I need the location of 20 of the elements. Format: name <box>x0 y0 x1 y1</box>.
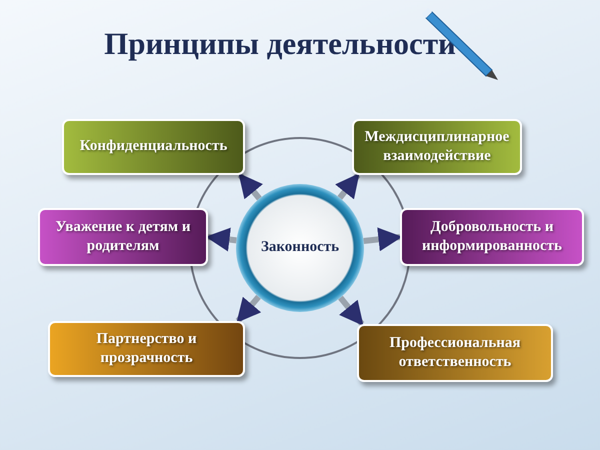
principle-box <box>38 208 208 266</box>
arrow <box>363 227 402 252</box>
title: Принципы деятельности <box>103 26 457 62</box>
node-label: Партнерство и прозрачность <box>95 330 198 368</box>
principle-box <box>357 324 553 382</box>
node-label: Добровольность и информированность <box>421 218 563 256</box>
arrow <box>338 296 364 326</box>
arrow <box>236 294 262 323</box>
principle-box <box>352 119 522 175</box>
node-label: Уважение к детям и родителям <box>54 218 192 256</box>
node-label: Профессиональная ответственность <box>388 334 522 372</box>
node-label: Законность <box>260 238 340 258</box>
arrow <box>206 228 237 252</box>
node-label: Конфиденциальность <box>80 137 228 156</box>
node-label: Междисциплинарное взаимодействие <box>364 128 510 166</box>
arrow <box>335 173 360 200</box>
principle-box <box>400 208 584 266</box>
principle-box <box>48 321 245 377</box>
arrow <box>238 173 263 200</box>
principle-box <box>62 119 245 175</box>
